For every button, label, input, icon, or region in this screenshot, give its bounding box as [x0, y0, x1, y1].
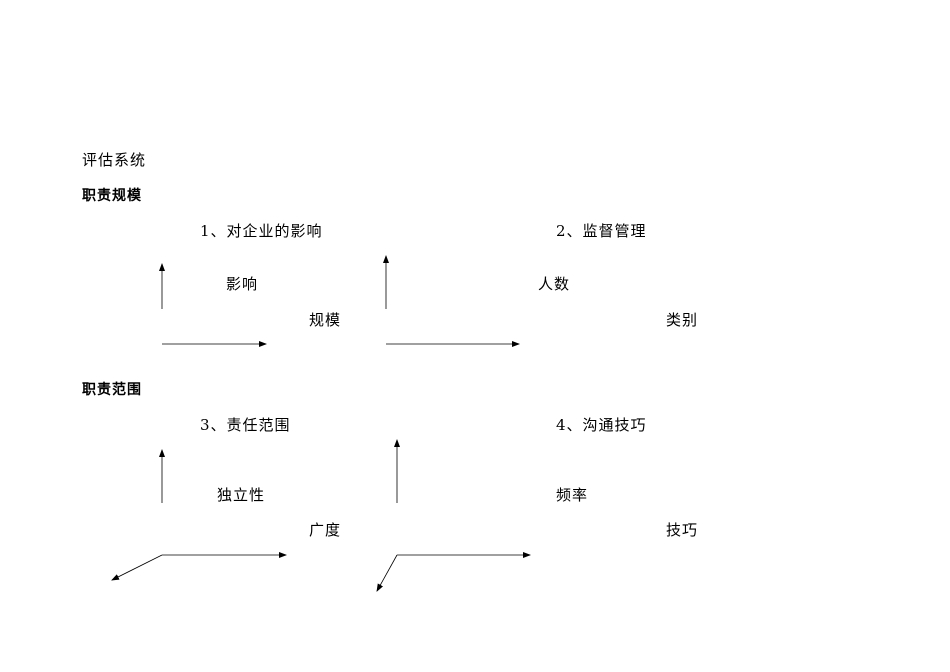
diagram-label-supervision: 2、监督管理 — [556, 222, 647, 240]
x-axis-label-category: 类别 — [666, 311, 699, 329]
y-axis-label-frequency: 频率 — [556, 486, 589, 504]
y-axis-label-impact: 影响 — [226, 275, 259, 293]
x-axis-label-breadth: 广度 — [309, 521, 342, 539]
x-axis-label-scale: 规模 — [309, 311, 342, 329]
y-axis-label-headcount: 人数 — [538, 275, 571, 293]
y-axis-label-independence: 独立性 — [217, 486, 266, 504]
diagram-label-responsibility: 3、责任范围 — [200, 416, 291, 434]
diagram-label-impact: 1、对企业的影响 — [200, 222, 323, 240]
z-axis-arrow-left — [111, 554, 163, 581]
page-heading: 评估系统 — [82, 151, 147, 169]
diagram-label-communication: 4、沟通技巧 — [556, 416, 647, 434]
z-axis-arrow-right — [376, 554, 398, 592]
x-axis-label-skill: 技巧 — [666, 521, 699, 539]
section-title-scale: 职责规模 — [82, 188, 142, 204]
section-title-scope: 职责范围 — [82, 382, 142, 398]
